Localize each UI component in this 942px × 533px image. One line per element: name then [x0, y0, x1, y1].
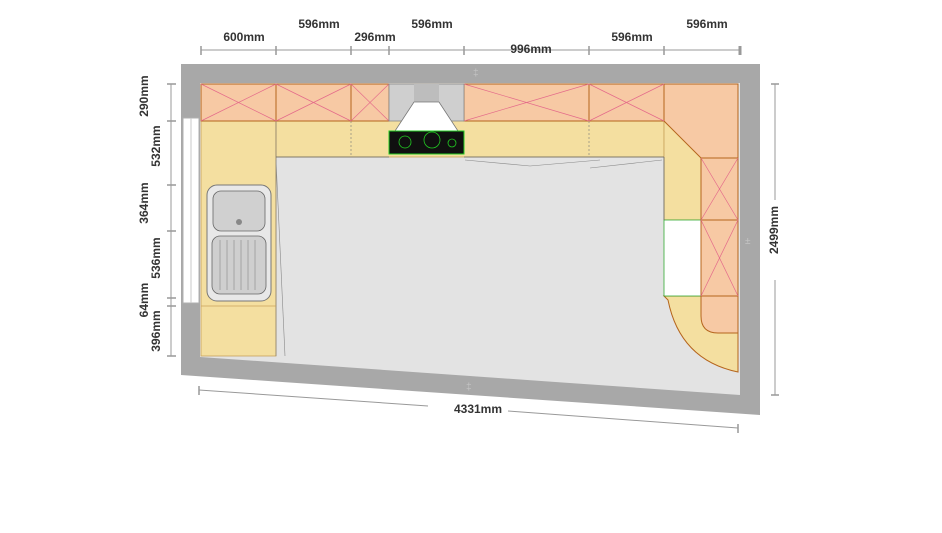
dimension-lines	[167, 46, 779, 433]
cabinet-cross-lines	[200, 83, 739, 297]
dim-left-4: 536mm	[149, 237, 163, 278]
fridge-space	[663, 219, 702, 297]
dim-top-5: 996mm	[510, 42, 551, 56]
dim-top-6: 596mm	[611, 30, 652, 44]
dim-top-1: 600mm	[223, 30, 264, 44]
dim-top-7: 596mm	[686, 17, 727, 31]
dim-left-6: 396mm	[149, 310, 163, 351]
sink-icon	[206, 184, 272, 302]
wall-mark-top: ‡	[473, 68, 479, 79]
hob-icon	[388, 130, 465, 155]
wall-mark-bottom: ‡	[466, 382, 472, 393]
dim-bottom: 4331mm	[454, 402, 502, 416]
dim-top-3: 296mm	[354, 30, 395, 44]
dim-right: 2499mm	[767, 206, 781, 254]
dim-top-2: 596mm	[298, 17, 339, 31]
dim-left-2: 532mm	[149, 125, 163, 166]
dim-left-1: 290mm	[137, 75, 151, 116]
dim-top-4: 596mm	[411, 17, 452, 31]
wall-cabinet-rounded	[700, 295, 739, 334]
room-floor	[200, 83, 740, 395]
dim-left-3: 364mm	[137, 182, 151, 223]
wall-mark-right: ±	[745, 236, 751, 247]
dim-left-5: 64mm	[137, 283, 151, 318]
extractor-hood-icon	[388, 83, 465, 132]
